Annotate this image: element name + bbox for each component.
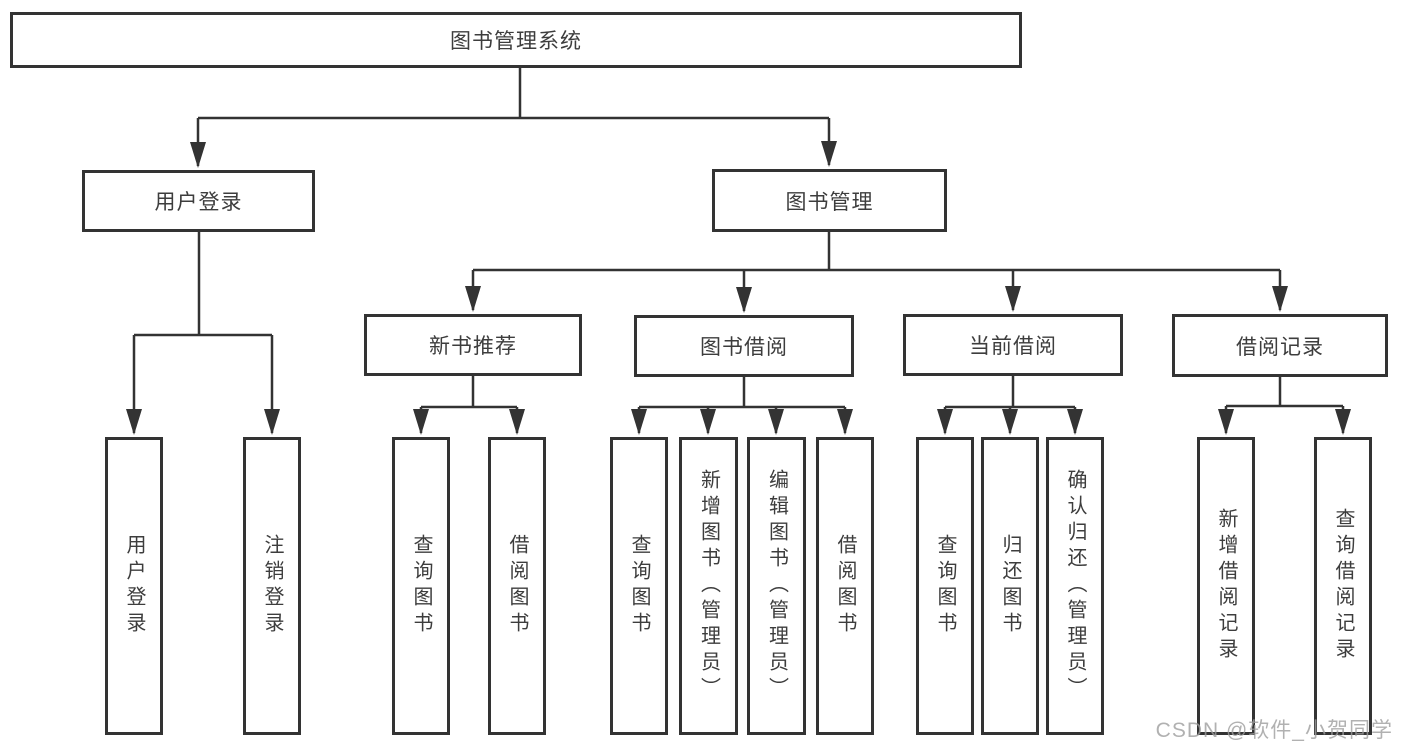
leaf-new-books-query: 查询图书 <box>392 437 450 735</box>
node-root: 图书管理系统 <box>10 12 1022 68</box>
leaf-new-books-borrow: 借阅图书 <box>488 437 546 735</box>
leaf-current-query: 查询图书 <box>916 437 974 735</box>
node-borrow-records: 借阅记录 <box>1172 314 1388 377</box>
leaf-book-borrow-borrow: 借阅图书 <box>816 437 874 735</box>
leaf-book-borrow-edit: 编辑图书（管理员） <box>747 437 806 735</box>
leaf-current-confirm-return: 确认归还（管理员） <box>1046 437 1104 735</box>
leaf-book-borrow-add: 新增图书（管理员） <box>679 437 738 735</box>
leaf-records-add: 新增借阅记录 <box>1197 437 1255 735</box>
leaf-user-login: 用户登录 <box>105 437 163 735</box>
node-user-login: 用户登录 <box>82 170 315 232</box>
leaf-book-borrow-query: 查询图书 <box>610 437 668 735</box>
node-book-borrow: 图书借阅 <box>634 315 854 377</box>
leaf-current-return: 归还图书 <box>981 437 1039 735</box>
leaf-logout: 注销登录 <box>243 437 301 735</box>
node-new-books: 新书推荐 <box>364 314 582 376</box>
node-current-borrow: 当前借阅 <box>903 314 1123 376</box>
node-book-mgmt: 图书管理 <box>712 169 947 232</box>
leaf-records-query: 查询借阅记录 <box>1314 437 1372 735</box>
csdn-watermark: CSDN @软件_小贺同学 <box>1155 719 1393 742</box>
